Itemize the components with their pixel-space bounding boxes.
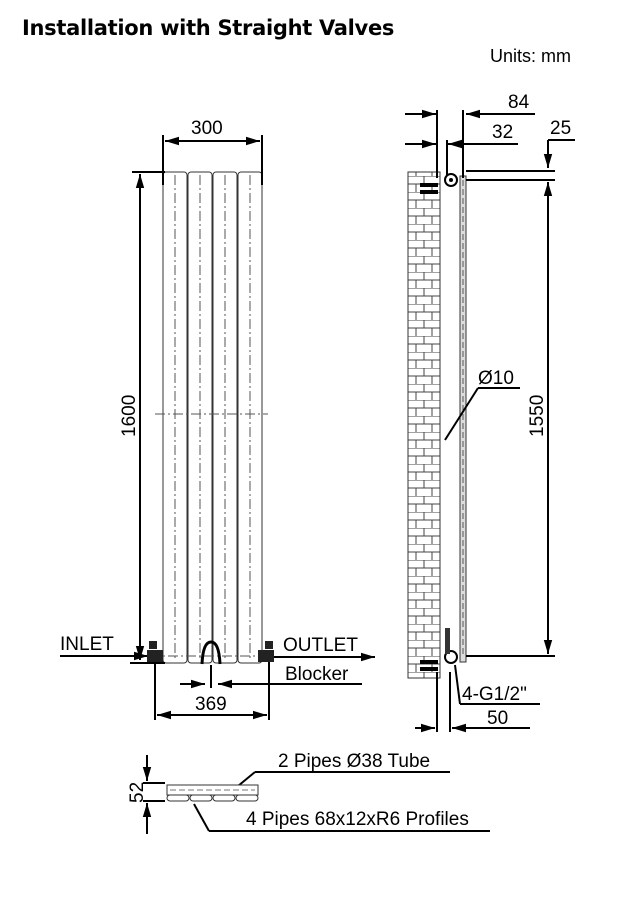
inlet-label: INLET (60, 634, 114, 655)
bracket-dimension: 32 (492, 122, 513, 143)
profile-label: 4 Pipes 68x12xR6 Profiles (246, 809, 469, 830)
bottom-dimension: 50 (487, 708, 508, 729)
top-bracket-icon (420, 173, 458, 194)
bottom-valve-icon (420, 628, 458, 671)
pipe-centres-dimension: 369 (195, 694, 227, 715)
width-dimension: 300 (191, 118, 223, 139)
bracket-height-dimension: 1550 (527, 395, 548, 437)
diameter-label: Ø10 (478, 368, 514, 389)
tube-section (166, 784, 259, 796)
depth-dimension: 84 (508, 92, 530, 113)
diagram-title: Installation with Straight Valves (22, 16, 395, 40)
wall-brick (407, 171, 441, 679)
profile-section (166, 794, 259, 802)
radiator-front (150, 171, 272, 664)
units-label: Units: mm (490, 46, 571, 66)
blocker-icon (200, 640, 222, 665)
outlet-label: OUTLET (283, 635, 358, 656)
front-view: 300 1600 INLET OUTLET Blocker 369 (60, 118, 375, 720)
valve-outlet-icon (258, 641, 274, 662)
tube-label: 2 Pipes Ø38 Tube (278, 751, 430, 772)
thickness-dimension: 52 (127, 782, 148, 803)
connection-label: 4-G1/2" (462, 684, 527, 705)
section-view: 52 2 Pipes Ø38 Tube 4 Pipes 68x12xR6 Pro… (127, 751, 490, 834)
height-dimension: 1600 (119, 395, 140, 437)
blocker-label: Blocker (285, 664, 349, 685)
valve-inlet-icon (147, 641, 163, 662)
side-view: 84 32 25 1550 Ø10 4-G1/2" 50 (405, 92, 575, 733)
top-offset-dimension: 25 (550, 118, 571, 139)
